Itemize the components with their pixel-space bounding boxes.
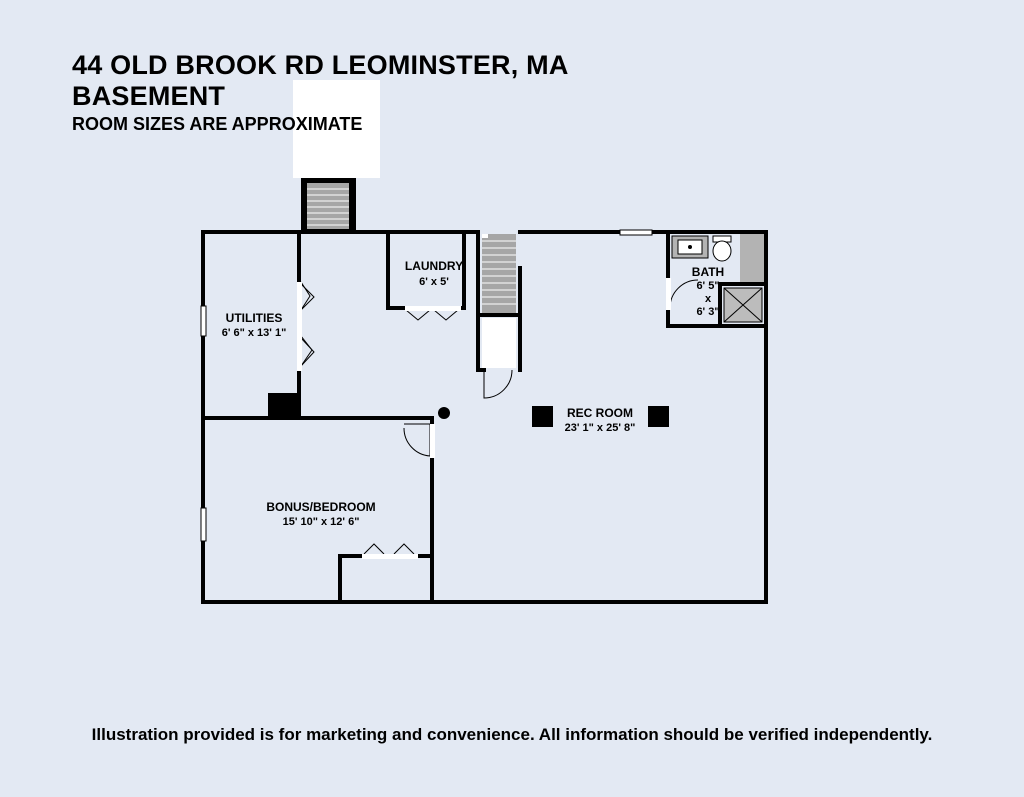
- chimney-block: [268, 393, 300, 419]
- approximate-note: ROOM SIZES ARE APPROXIMATE: [72, 114, 363, 134]
- walls: [201, 230, 768, 604]
- exterior-landing: [293, 80, 380, 178]
- bath-size-height: 6' 3": [696, 306, 719, 318]
- utilities-label: UTILITIES: [226, 311, 283, 325]
- disclaimer-text: Illustration provided is for marketing a…: [91, 725, 933, 744]
- bath-label: BATH: [692, 265, 724, 279]
- utilities-size: 6' 6" x 13' 1": [222, 327, 287, 339]
- address-title: 44 OLD BROOK RD LEOMINSTER, MA: [72, 50, 569, 80]
- rec-room-size: 23' 1" x 25' 8": [565, 422, 636, 434]
- bath-fixtures: [671, 234, 764, 323]
- bath-size-width: 6' 5": [696, 280, 719, 292]
- rec-post-left: [532, 406, 553, 427]
- vanity-block: [740, 234, 764, 282]
- rec-room-label: REC ROOM: [567, 406, 633, 420]
- laundry-size: 6' x 5': [419, 276, 449, 288]
- lally-column: [438, 407, 450, 419]
- doors: [300, 279, 699, 555]
- windows: [200, 229, 653, 542]
- door-openings: [297, 278, 671, 559]
- level-title: BASEMENT: [72, 81, 226, 111]
- rec-post-right: [648, 406, 669, 427]
- bath-size-x: x: [705, 293, 712, 305]
- laundry-label: LAUNDRY: [405, 259, 463, 273]
- bonus-size: 15' 10" x 12' 6": [283, 516, 360, 528]
- title-block: 44 OLD BROOK RD LEOMINSTER, MA BASEMENT …: [72, 50, 569, 134]
- structural-posts: [268, 393, 669, 427]
- bonus-label: BONUS/BEDROOM: [266, 500, 375, 514]
- exterior-stairs: [301, 178, 356, 234]
- interior-stairs: [482, 234, 516, 368]
